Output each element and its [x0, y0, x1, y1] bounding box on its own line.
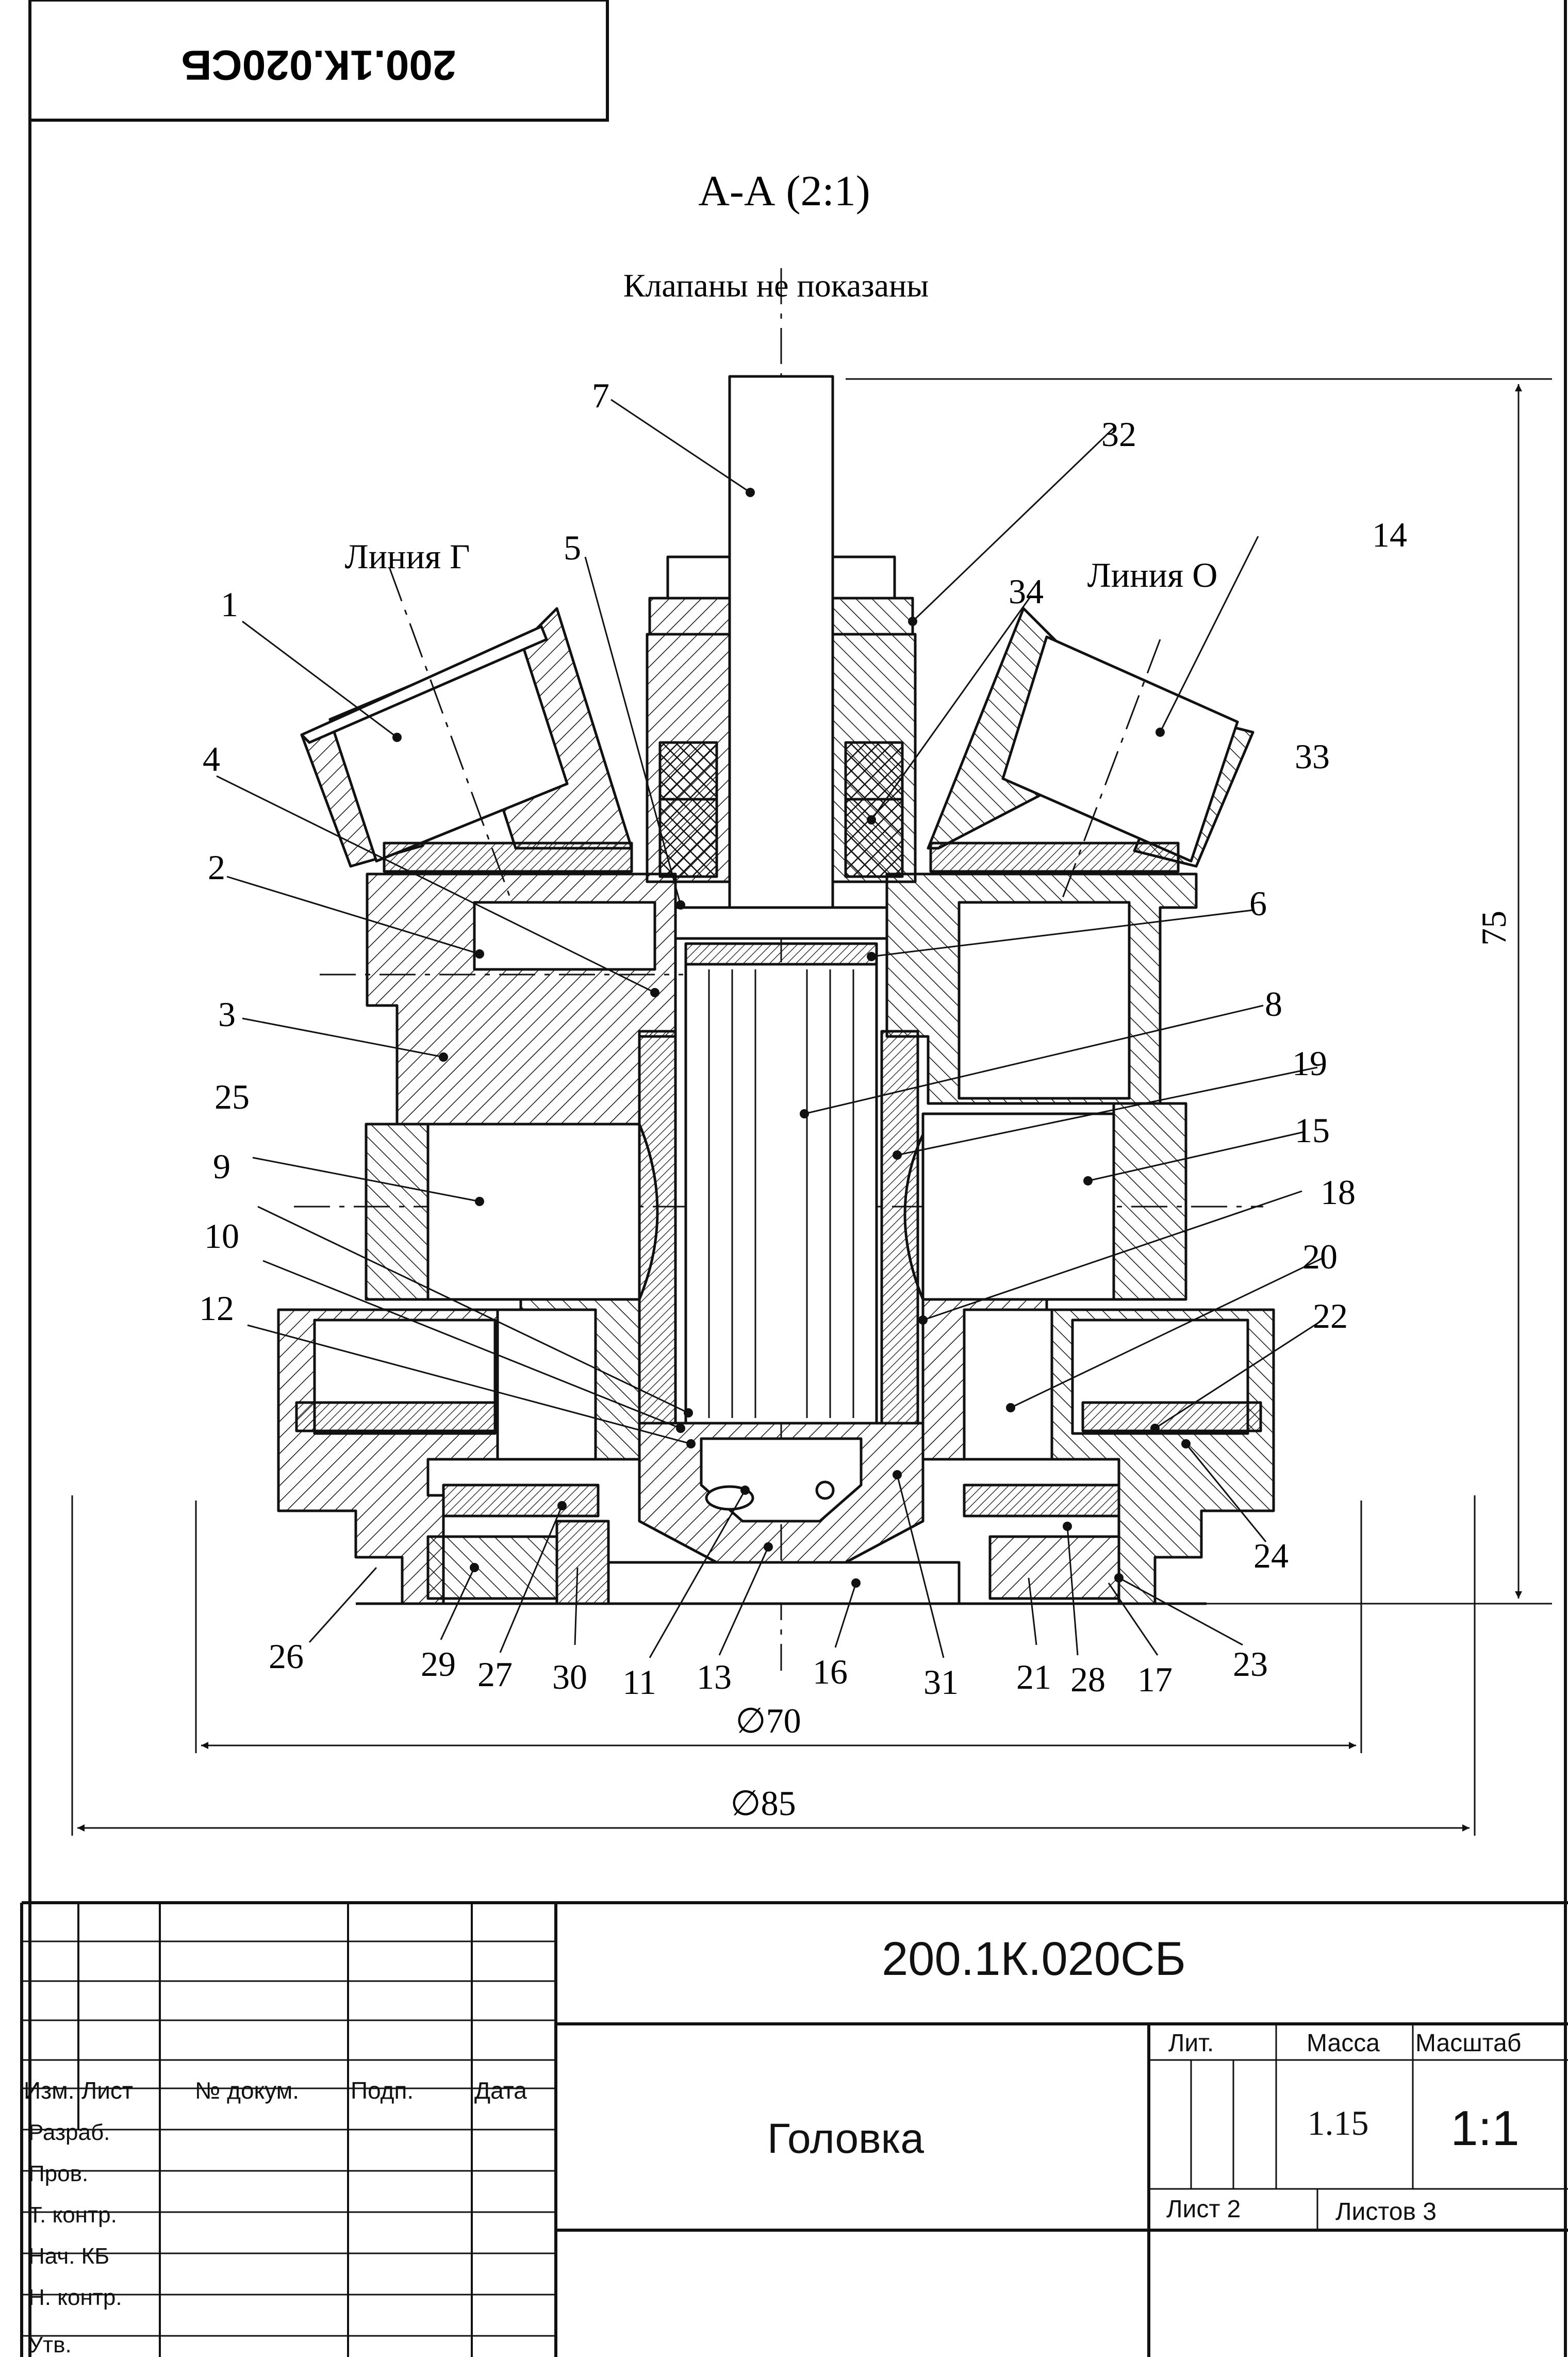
stamp-code: 200.1К.020СБ [181, 41, 456, 88]
callout-28: 28 [1070, 1660, 1105, 1699]
dimension-lines [71, 378, 1552, 1836]
callout-23: 23 [1233, 1644, 1268, 1684]
document-code: 200.1К.020СБ [882, 1933, 1186, 1985]
mass-value: 1.15 [1308, 2103, 1369, 2142]
assembly-section [277, 268, 1275, 1671]
callout-11: 11 [622, 1662, 656, 1702]
row-n-kontr: Н. контр. [28, 2285, 122, 2310]
callout-7: 7 [592, 376, 609, 415]
callout-3: 3 [218, 995, 236, 1034]
scale-label: Масштаб [1415, 2030, 1521, 2057]
callout-12: 12 [199, 1289, 234, 1328]
leader-lines [216, 399, 1323, 1658]
row-nach-kb: Нач. КБ [28, 2244, 109, 2269]
callout-21: 21 [1016, 1657, 1051, 1696]
product-name: Головка [767, 2115, 924, 2162]
callout-19: 19 [1292, 1044, 1327, 1083]
callout-4: 4 [203, 739, 220, 779]
callout-25: 25 [214, 1077, 250, 1116]
callout-5: 5 [564, 528, 581, 567]
spool-grooves [708, 969, 854, 1418]
outlet-fitting-o [927, 607, 1255, 913]
inlet-fitting-g [300, 567, 633, 913]
scale-value: 1:1 [1450, 2101, 1519, 2156]
callout-9: 9 [213, 1147, 230, 1186]
row-utv: Утв. [28, 2332, 72, 2357]
col-date: Дата [474, 2077, 527, 2104]
callout-20: 20 [1302, 1237, 1338, 1276]
dim-height: 75 [1474, 911, 1513, 946]
lit-label: Лит. [1168, 2030, 1214, 2057]
title-block-text: 200.1К.020СБ Головка Изм. Лист № докум. … [24, 1933, 1521, 2357]
callout-17: 17 [1137, 1660, 1173, 1699]
col-sign: Подп. [351, 2077, 414, 2104]
line-o-label: Линия О [1087, 555, 1218, 595]
callout-14: 14 [1372, 515, 1407, 554]
callout-24: 24 [1253, 1536, 1289, 1575]
callout-26: 26 [269, 1637, 304, 1676]
callout-22: 22 [1313, 1296, 1348, 1336]
sheet-frame [28, 0, 1567, 2357]
col-list: Лист [81, 2077, 133, 2104]
callout-15: 15 [1295, 1111, 1330, 1150]
callout-32: 32 [1101, 415, 1136, 454]
callout-8: 8 [1265, 984, 1282, 1024]
callout-34: 34 [1009, 572, 1044, 611]
callout-27: 27 [477, 1655, 513, 1694]
callout-1: 1 [221, 585, 238, 624]
line-g-label: Линия Г [345, 537, 470, 576]
leader-dots [392, 488, 1191, 1588]
callout-13: 13 [697, 1657, 732, 1696]
sheet-number: Лист 2 [1166, 2196, 1241, 2223]
callout-30: 30 [552, 1657, 587, 1696]
callout-18: 18 [1321, 1173, 1356, 1212]
sheets-total: Листов 3 [1335, 2198, 1437, 2226]
callout-29: 29 [421, 1644, 456, 1684]
col-doc: № докум. [195, 2077, 299, 2104]
dim-diameter-85: ∅85 [730, 1784, 796, 1823]
title-block [20, 1901, 1568, 2357]
callout-31: 31 [923, 1662, 959, 1702]
callout-2: 2 [208, 848, 225, 887]
row-razrab: Разраб. [28, 2120, 110, 2145]
callout-16: 16 [813, 1652, 848, 1691]
col-izm: Изм. [24, 2077, 75, 2104]
callout-numbers: 1 2 3 4 5 6 7 8 9 10 11 12 13 14 15 16 1… [199, 376, 1407, 1702]
mass-label: Масса [1307, 2030, 1380, 2057]
dim-diameter-70: ∅70 [735, 1701, 801, 1740]
row-t-kontr: Т. контр. [28, 2202, 117, 2228]
callout-33: 33 [1295, 737, 1330, 776]
valves-note: Клапаны не показаны [623, 267, 929, 304]
callout-10: 10 [204, 1216, 239, 1256]
section-title: А-А (2:1) [698, 167, 870, 215]
row-prov: Пров. [28, 2161, 88, 2186]
callout-6: 6 [1249, 884, 1267, 923]
